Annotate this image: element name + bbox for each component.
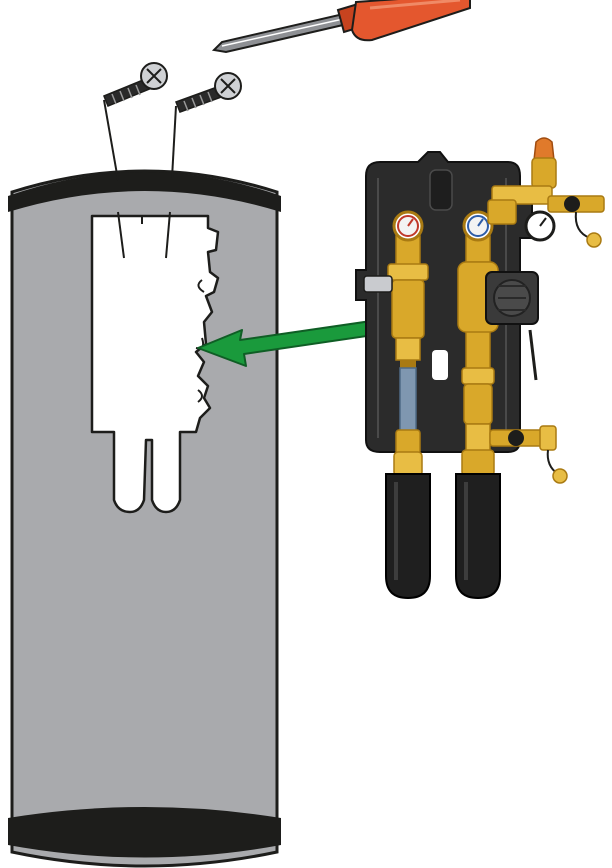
tank-bottom-band (8, 807, 281, 858)
safety-valve-icon (534, 138, 554, 160)
pipe-sleeves (386, 474, 500, 598)
screw-icon (104, 63, 241, 112)
pipe-sleeve-right (456, 474, 500, 598)
thermometer-icon (394, 212, 422, 240)
sight-glass (400, 368, 416, 432)
pressure-gauge-icon (526, 212, 554, 240)
storage-tank (8, 171, 281, 866)
ball-valve-icon (490, 426, 567, 483)
pipe-sleeve-left (386, 474, 430, 598)
screwdriver-icon (214, 0, 470, 52)
pump-station (356, 138, 604, 598)
